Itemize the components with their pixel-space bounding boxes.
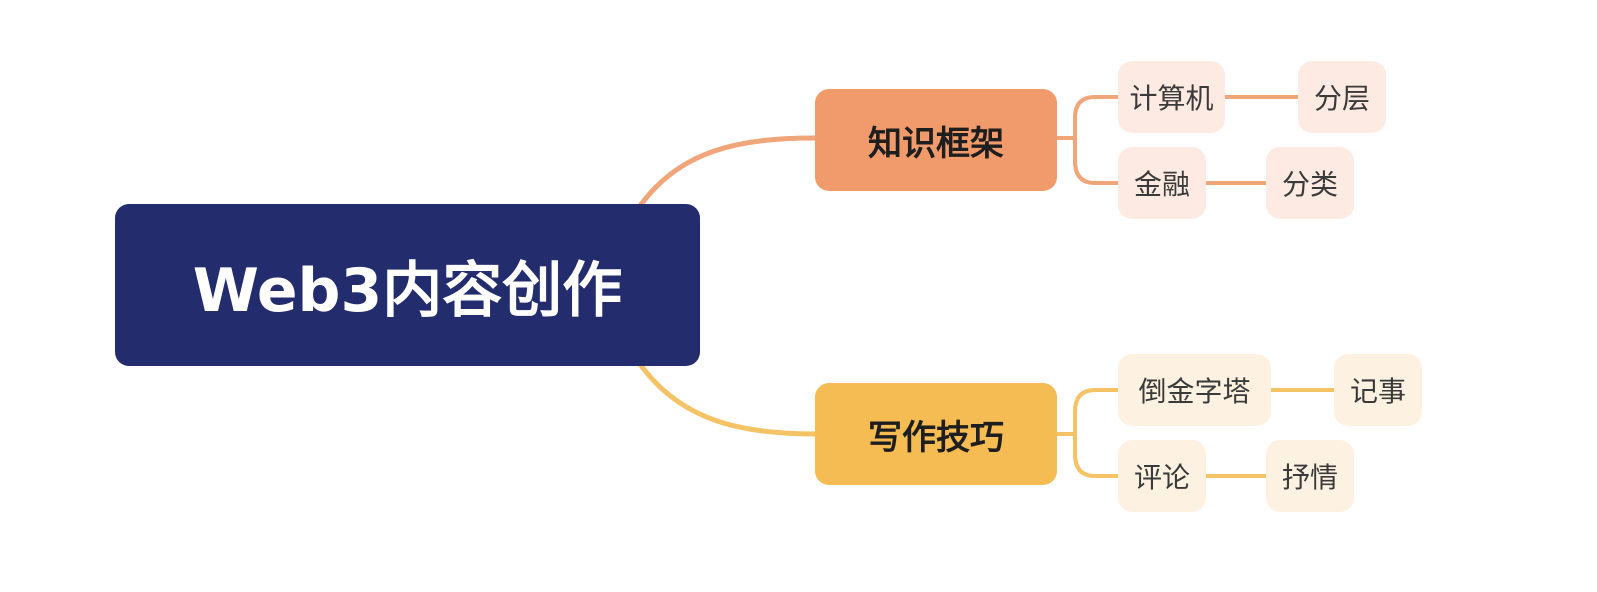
branch-knowledge-framework-label: 知识框架	[868, 123, 1004, 164]
leaf-lyric-label: 抒情	[1281, 461, 1338, 494]
leaf-narrative[interactable]: 记事	[1334, 354, 1422, 426]
branch-writing-skills-label: 写作技巧	[868, 417, 1004, 458]
connector-root-to-knowledge	[637, 135, 818, 209]
leaf-classes-label: 分类	[1281, 168, 1338, 201]
leaf-finance[interactable]: 金融	[1118, 147, 1206, 219]
leaf-computer[interactable]: 计算机	[1118, 61, 1225, 133]
branch-writing-skills[interactable]: 写作技巧	[815, 383, 1057, 485]
connector-writing-bracket	[1055, 388, 1120, 478]
branch-knowledge-framework[interactable]: 知识框架	[815, 89, 1057, 191]
leaf-lyric[interactable]: 抒情	[1266, 440, 1354, 512]
leaf-narrative-label: 记事	[1349, 375, 1406, 408]
leaf-layers-label: 分层	[1313, 82, 1370, 115]
connector-root-to-writing	[637, 361, 818, 437]
connector-knowledge-bracket	[1055, 95, 1120, 185]
leaf-review-label: 评论	[1133, 461, 1190, 494]
leaf-review[interactable]: 评论	[1118, 440, 1206, 512]
leaf-finance-label: 金融	[1133, 168, 1190, 201]
leaf-inverted-pyramid-label: 倒金字塔	[1138, 375, 1251, 408]
leaf-computer-label: 计算机	[1129, 82, 1214, 115]
leaf-classes[interactable]: 分类	[1266, 147, 1354, 219]
root-topic-label: Web3内容创作	[192, 255, 623, 326]
leaf-inverted-pyramid[interactable]: 倒金字塔	[1118, 354, 1271, 426]
root-topic[interactable]: Web3内容创作	[115, 204, 700, 366]
leaf-layers[interactable]: 分层	[1298, 61, 1386, 133]
